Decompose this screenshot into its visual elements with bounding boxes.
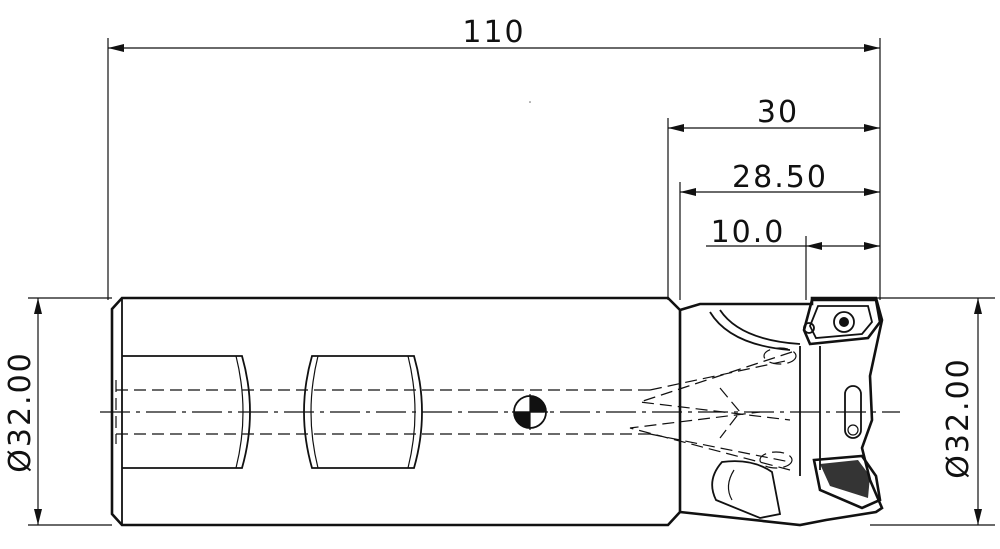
hidden-bore-lines bbox=[115, 380, 650, 444]
dot bbox=[529, 101, 531, 103]
dimension-body-length: 28.50 bbox=[679, 160, 880, 300]
weldon-flat-2 bbox=[303, 355, 423, 469]
dimension-label-left-diameter: Ø32.00 bbox=[3, 351, 38, 473]
lower-insert bbox=[812, 454, 882, 510]
dimension-left-diameter: Ø32.00 bbox=[3, 297, 112, 526]
chip-flute bbox=[711, 460, 782, 519]
dimension-label-body: 28.50 bbox=[732, 160, 828, 195]
screw-slot bbox=[844, 385, 862, 439]
center-of-gravity-symbol bbox=[512, 394, 548, 430]
weldon-flat-1 bbox=[122, 355, 251, 469]
dimension-label-right-diameter: Ø32.00 bbox=[941, 357, 976, 479]
dimension-label-head: 30 bbox=[757, 95, 799, 130]
dimension-label-insert: 10.0 bbox=[711, 215, 786, 250]
coolant-channel-hidden bbox=[629, 347, 797, 471]
dimension-right-diameter: Ø32.00 bbox=[870, 297, 995, 526]
dimension-overall-length: 110 bbox=[107, 15, 881, 300]
dimension-label-overall: 110 bbox=[462, 15, 525, 50]
dimension-insert-length: 10.0 bbox=[706, 215, 880, 300]
dimension-head-length: 30 bbox=[667, 95, 880, 300]
top-insert bbox=[802, 298, 882, 346]
